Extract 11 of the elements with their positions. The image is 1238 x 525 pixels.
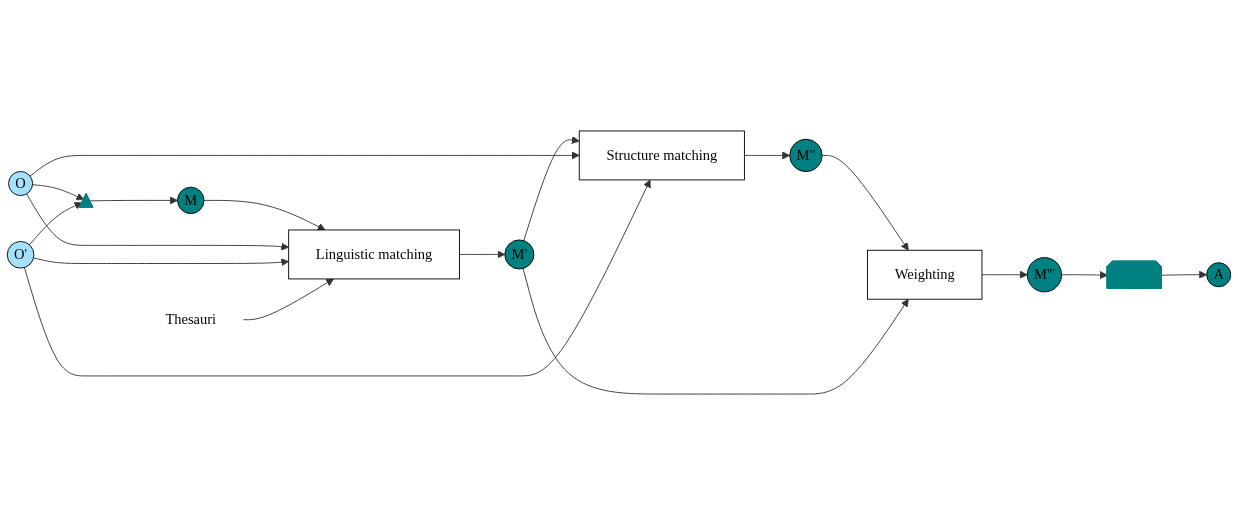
node-circle: A — [1206, 262, 1232, 288]
node-text: Thesauri — [165, 311, 217, 327]
node-circle: M" — [789, 138, 823, 173]
node-circle: M' — [504, 239, 535, 270]
node-circle: M — [177, 186, 205, 215]
node-box: Linguistic matching — [288, 229, 460, 280]
node-circle: O' — [6, 241, 35, 269]
node-box: Weighting — [867, 249, 983, 300]
node-circle: O — [8, 171, 34, 196]
node-box: Structure matching — [578, 130, 745, 181]
node-circle: M''' — [1026, 257, 1063, 293]
